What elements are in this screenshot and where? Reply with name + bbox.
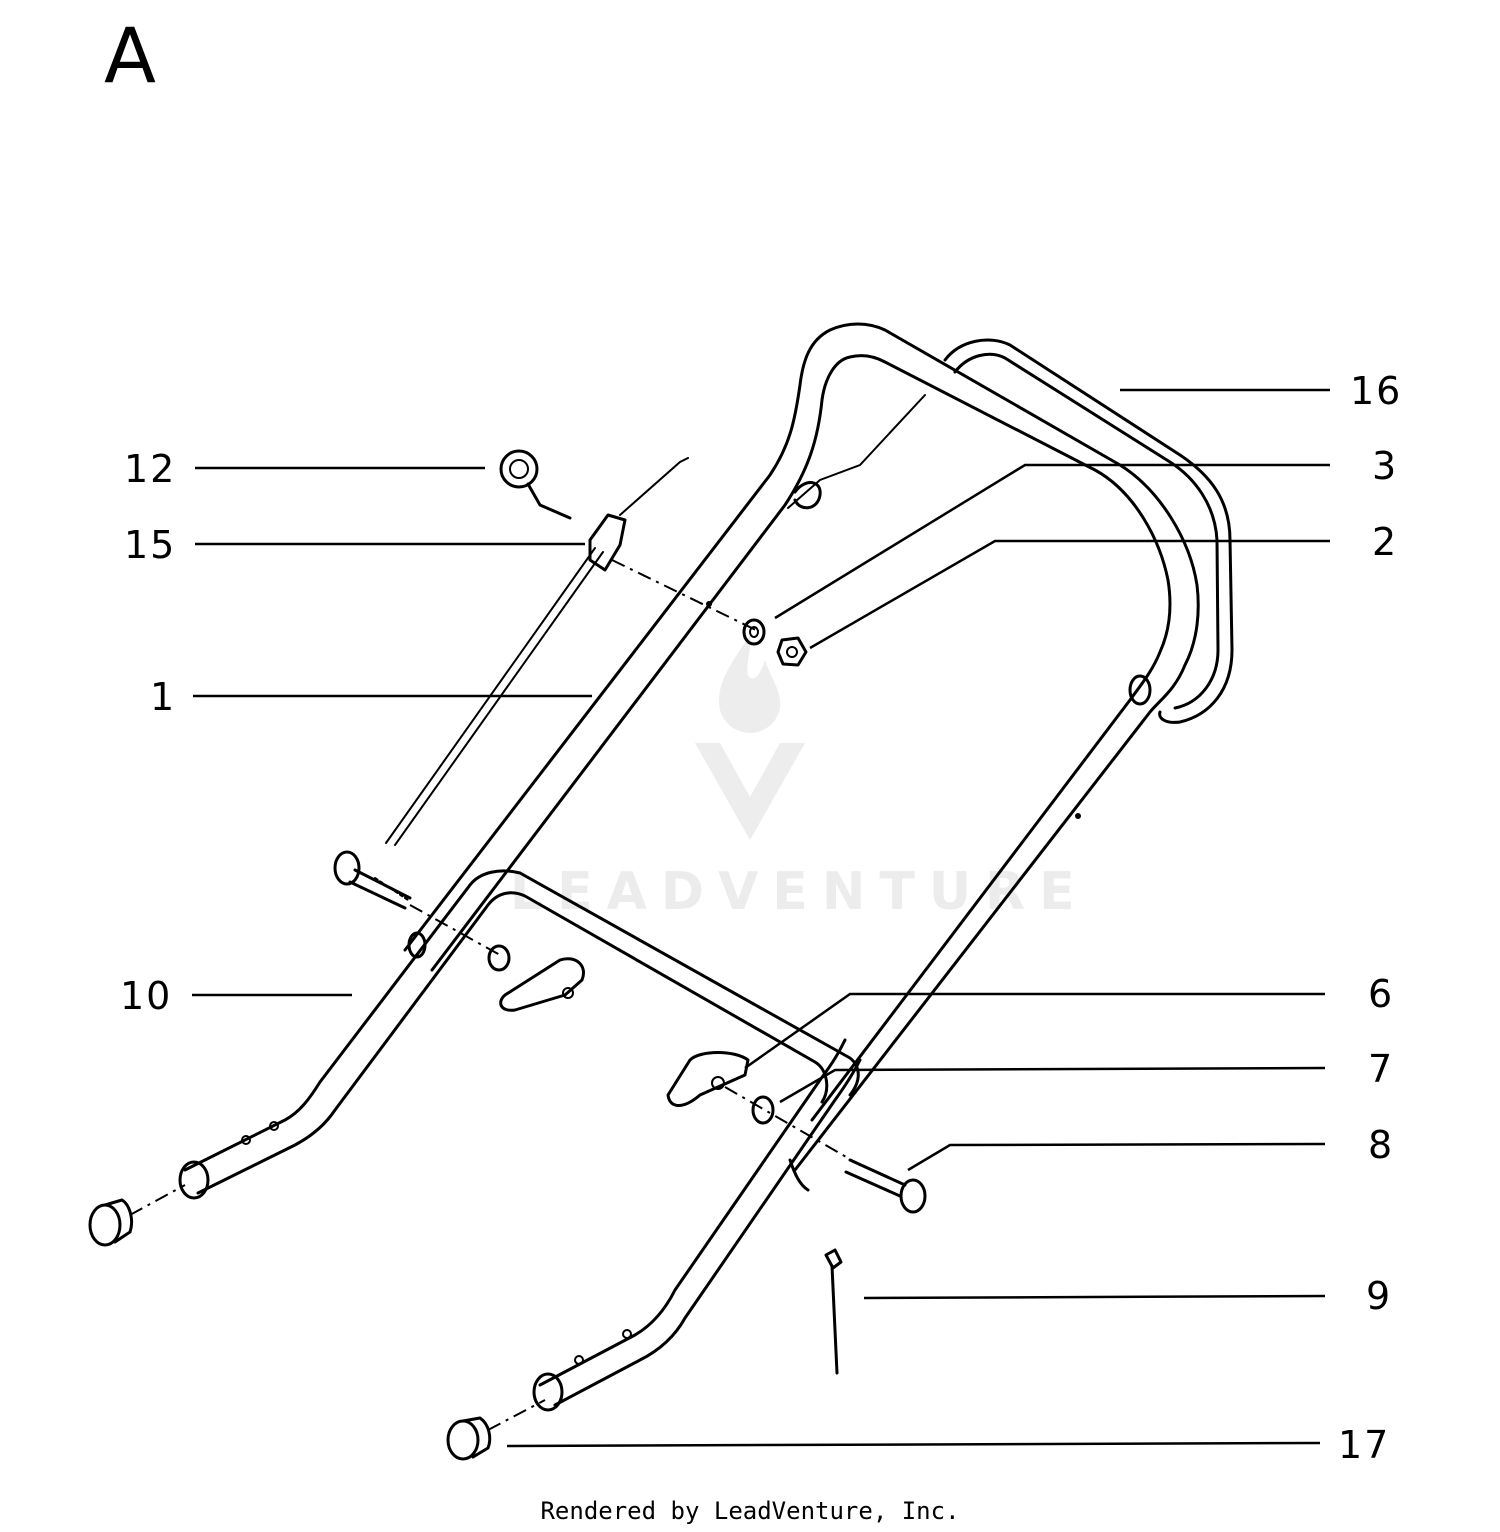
leadventure-watermark-icon [695,635,805,840]
footer-credit: Rendered by LeadVenture, Inc. [540,1497,960,1525]
left-bolt [333,850,501,956]
callout-9: 9 [1366,1274,1393,1318]
section-letter: A [104,11,156,100]
callout-leader-lines [192,388,1330,1448]
cable-tie-part-9 [824,1248,843,1375]
callout-10: 10 [120,974,173,1018]
upper-handle-frame [943,338,1234,724]
spring-hook-part-12 [499,449,572,520]
left-knob [487,944,585,1012]
end-caps-part-17 [88,1184,546,1461]
callout-17: 17 [1338,1423,1391,1467]
upper-fasteners [611,559,808,667]
cable-clamp-part-15 [588,513,627,572]
callout-8: 8 [1368,1123,1395,1167]
callout-2: 2 [1372,520,1399,564]
callout-3: 3 [1372,444,1399,488]
callout-7: 7 [1368,1047,1395,1091]
lower-handle [178,869,862,1412]
control-cable [385,394,926,846]
callout-12: 12 [124,447,177,491]
callout-6: 6 [1368,972,1395,1016]
watermark-text: LEADVENTURE [510,862,1089,922]
right-knob-assembly [666,1051,927,1214]
callout-1: 1 [150,675,177,719]
callout-16: 16 [1350,369,1403,413]
callout-15: 15 [124,523,177,567]
